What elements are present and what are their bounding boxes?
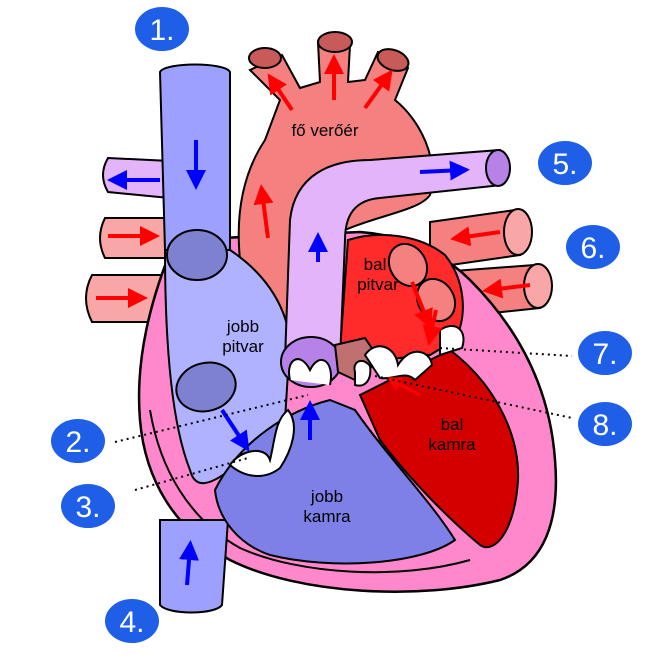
badge-7: 7.	[578, 331, 632, 375]
left-atrium-label-2: pitvar	[357, 275, 399, 294]
left-atrium-label-1: bal	[364, 255, 387, 274]
right-ventricle-label-1: jobb	[310, 487, 343, 506]
left-ventricle-label-2: kamra	[428, 435, 476, 454]
right-atrium-label-1: jobb	[226, 317, 259, 336]
left-ventricle	[358, 348, 520, 549]
badge-3: 3.	[61, 484, 115, 528]
badge-5: 5.	[538, 141, 592, 185]
inferior-vena-cava-opening	[175, 361, 237, 413]
svg-text:8.: 8.	[592, 409, 617, 442]
badge-2: 2.	[51, 419, 105, 463]
svg-text:6.: 6.	[580, 232, 605, 265]
leader-lines	[114, 347, 573, 491]
badge-8: 8.	[578, 402, 632, 446]
aorta-label: fő verőér	[291, 121, 358, 140]
svg-text:5.: 5.	[552, 148, 577, 181]
flow-arrows	[96, 54, 531, 586]
svg-text:3.: 3.	[75, 491, 100, 524]
right-ventricle-label-2: kamra	[303, 507, 351, 526]
right-atrium-label-2: pitvar	[222, 337, 264, 356]
superior-vena-cava-opening	[166, 229, 228, 281]
mitral-valve	[363, 345, 434, 382]
svg-text:7.: 7.	[592, 338, 617, 371]
pulmonary-artery	[283, 148, 504, 361]
svg-text:2.: 2.	[65, 426, 90, 459]
badge-1: 1.	[135, 7, 189, 51]
svg-text:4.: 4.	[119, 606, 144, 639]
badge-4: 4.	[105, 599, 159, 643]
badge-6: 6.	[566, 225, 620, 269]
right-atrium	[163, 249, 292, 485]
svg-text:1.: 1.	[149, 14, 174, 47]
left-ventricle-label-1: bal	[441, 415, 464, 434]
